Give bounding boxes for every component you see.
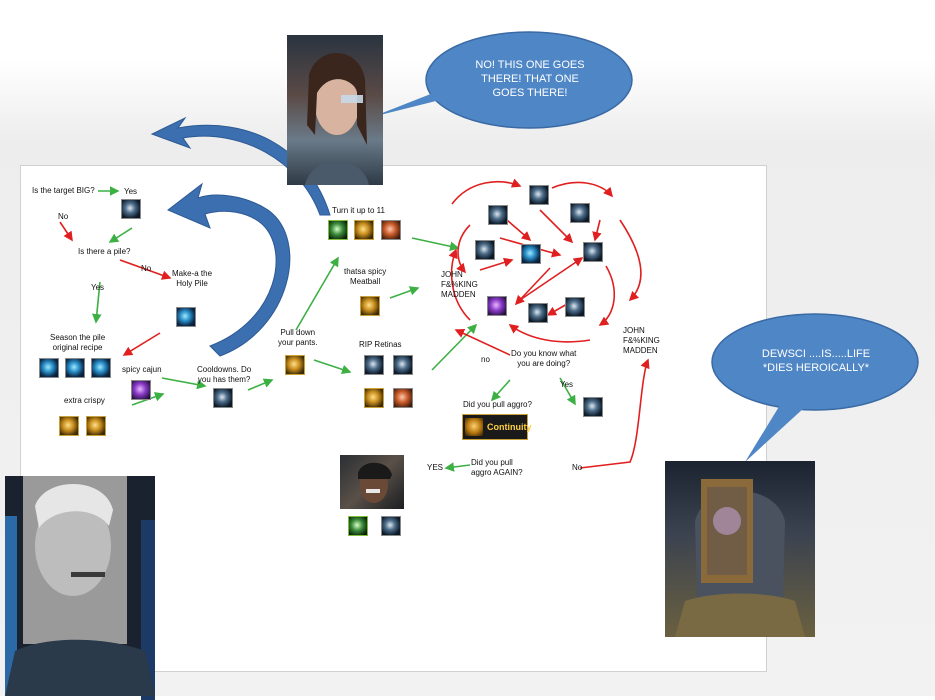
continuity-icon <box>465 418 483 436</box>
label-season-pile: Season the pile original recipe <box>50 333 106 352</box>
turn-it-up-ability-icon-2 <box>354 220 374 240</box>
label-cooldowns: Cooldowns. Do you has them? <box>197 365 252 384</box>
madden-loop-icon-4 <box>475 240 495 260</box>
label-no-4: No <box>572 463 583 472</box>
turn-it-up-ability-icon-1 <box>328 220 348 240</box>
rip-retinas-ability-icon-1 <box>364 355 384 375</box>
madden-loop-icon-8 <box>528 303 548 323</box>
label-turn-it-up: Turn it up to 11 <box>332 206 385 215</box>
holy-pile-ability-icon <box>176 307 196 327</box>
cooldown-ability-icon <box>213 388 233 408</box>
label-is-target-big: Is the target BIG? <box>32 186 95 195</box>
label-rip-retinas: RIP Retinas <box>359 340 402 349</box>
madden-loop-icon-2 <box>529 185 549 205</box>
label-yes-4: YES <box>427 463 444 472</box>
extra-crispy-ability-icon-2 <box>86 416 106 436</box>
woman-portrait-photo <box>287 35 383 185</box>
top-bubble-text: NO! THIS ONE GOES THERE! THAT ONE GOES T… <box>475 59 585 99</box>
right-speech-bubble <box>711 313 919 462</box>
label-did-you-pull-again: Did you pull aggro AGAIN? <box>471 458 523 477</box>
bottom-ability-icon-2 <box>381 516 401 536</box>
label-is-there-pile: Is there a pile? <box>78 247 131 256</box>
madden-loop-icon-1 <box>488 205 508 225</box>
turn-it-up-ability-icon-3 <box>381 220 401 240</box>
old-man-cigar-photo <box>5 476 155 700</box>
season-ability-icon-2 <box>65 358 85 378</box>
right-bubble-text: DEWSCI ....IS.....LIFE *DIES HEROICALLY* <box>761 348 871 374</box>
label-do-you-know: Do you know what you are doing? <box>511 349 577 368</box>
label-no-3: no <box>481 355 490 364</box>
label-spicy-meatball: thatsa spicy Meatball <box>344 267 387 286</box>
madden-loop-icon-5 <box>521 244 541 264</box>
blue-curved-arrow-large <box>167 182 291 357</box>
spicy-cajun-ability-icon <box>131 380 151 400</box>
season-ability-icon-3 <box>91 358 111 378</box>
madden-loop-icon-3 <box>570 203 590 223</box>
rip-retinas-ability-icon-2 <box>393 355 413 375</box>
spicy-meatball-ability-icon <box>360 296 380 316</box>
rip-retinas-ability-icon-4 <box>393 388 413 408</box>
label-yes-2: Yes <box>91 283 105 292</box>
continuity-label: Continuity <box>487 422 532 432</box>
madden-loop-icon-7 <box>487 296 507 316</box>
hourglass-ability-icon <box>121 199 141 219</box>
madden-loop-icon-6 <box>583 242 603 262</box>
robot-alien-photo <box>665 461 815 637</box>
label-john-madden-2: JOHN F&%KING MADDEN <box>623 326 660 355</box>
continuity-ability-badge: Continuity <box>462 414 532 440</box>
know-what-doing-ability-icon <box>583 397 603 417</box>
label-yes-3: Yes <box>560 380 574 389</box>
top-speech-bubble <box>372 31 633 129</box>
label-yes-1: Yes <box>124 187 138 196</box>
label-no-1: No <box>58 212 69 221</box>
pull-pants-ability-icon <box>285 355 305 375</box>
label-john-madden-1: JOHN F&%KING MADDEN <box>441 270 478 299</box>
helmeted-man-photo <box>340 455 404 509</box>
extra-crispy-ability-icon-1 <box>59 416 79 436</box>
label-pull-down-pants: Pull down your pants. <box>278 328 318 347</box>
bottom-ability-icon-1 <box>348 516 368 536</box>
madden-loop-icon-9 <box>565 297 585 317</box>
label-spicy-cajun: spicy cajun <box>122 365 162 374</box>
label-did-you-pull-aggro: Did you pull aggro? <box>463 400 532 409</box>
label-make-holy-pile: Make-a the Holy Pile <box>172 269 213 288</box>
label-no-2: No <box>141 264 152 273</box>
label-extra-crispy: extra crispy <box>64 396 105 405</box>
season-ability-icon-1 <box>39 358 59 378</box>
rip-retinas-ability-icon-3 <box>364 388 384 408</box>
